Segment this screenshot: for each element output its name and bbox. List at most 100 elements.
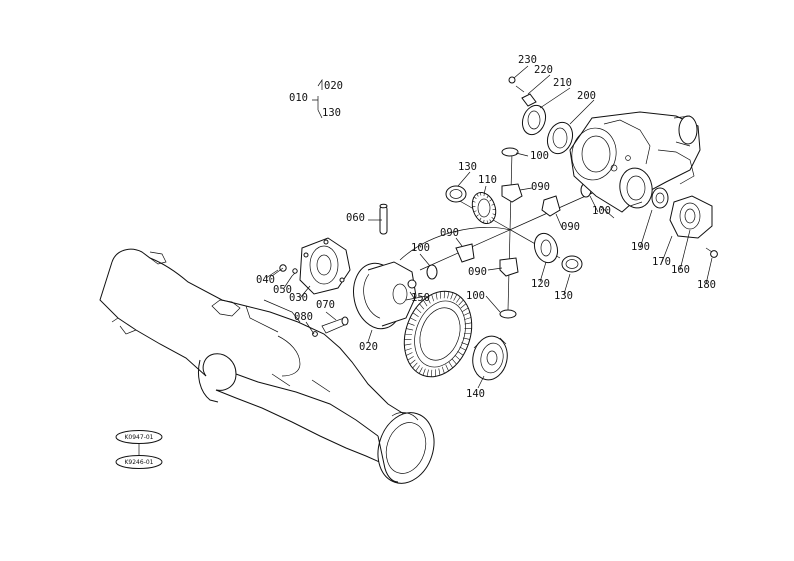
gear-tooth — [409, 359, 416, 365]
gear-tooth — [457, 351, 464, 356]
gear-tooth — [492, 213, 496, 216]
gear-tooth — [462, 307, 469, 312]
part-number-070: 070 — [316, 299, 335, 311]
part-number-130: 130 — [322, 107, 341, 119]
gear-carrier-housing — [569, 111, 701, 219]
gear-tooth — [486, 220, 488, 224]
part-number-100: 100 — [411, 242, 430, 254]
gear-tooth — [463, 312, 471, 316]
part-number-020: 020 — [324, 80, 343, 92]
gear-tooth — [473, 210, 477, 213]
pin-set — [271, 203, 388, 337]
part-number-010: 010 — [289, 92, 308, 104]
part-callouts: 0100201302302202102001001301100901000600… — [256, 54, 716, 400]
gear-tooth — [426, 369, 429, 377]
gear-tooth — [404, 348, 412, 351]
gear-tooth — [448, 361, 453, 369]
reference-code-1: K0947-01 — [124, 434, 153, 441]
gear-tooth — [489, 199, 493, 202]
gear-tooth — [464, 317, 472, 320]
pinion-bearings — [508, 76, 574, 155]
gear-tooth — [463, 332, 471, 335]
part-number-170: 170 — [652, 256, 671, 268]
part-number-100: 100 — [530, 150, 549, 162]
gear-tooth — [427, 296, 431, 304]
part-number-100: 100 — [466, 290, 485, 302]
part-number-080: 080 — [294, 311, 313, 323]
reference-code-2: K9246-01 — [124, 459, 153, 466]
part-number-090: 090 — [561, 221, 580, 233]
part-number-100: 100 — [592, 205, 611, 217]
gear-tooth — [451, 358, 457, 365]
part-number-210: 210 — [553, 77, 572, 89]
gear-tooth — [407, 322, 415, 326]
gear-tooth — [458, 299, 464, 306]
gear-tooth — [447, 291, 450, 299]
output-flange-set — [651, 187, 718, 258]
gear-tooth — [491, 216, 495, 220]
gear-tooth — [441, 366, 445, 374]
gear-tooth — [489, 219, 492, 223]
gear-tooth — [460, 303, 467, 309]
gear-tooth — [461, 342, 469, 346]
gear-tooth — [405, 333, 413, 336]
part-number-020: 020 — [359, 341, 378, 353]
leader-lines — [265, 65, 713, 389]
axle-housing — [99, 248, 435, 484]
gear-tooth — [462, 337, 470, 340]
gear-tooth — [431, 294, 435, 302]
part-number-030: 030 — [289, 292, 308, 304]
part-number-220: 220 — [534, 64, 553, 76]
gear-tooth — [476, 193, 479, 197]
part-number-150: 150 — [411, 292, 430, 304]
gear-tooth — [453, 294, 458, 301]
gear-tooth — [412, 362, 418, 369]
part-number-040: 040 — [256, 274, 275, 286]
gear-tooth — [412, 312, 419, 317]
gear-tooth — [479, 217, 482, 221]
gear-tooth — [435, 292, 438, 300]
part-number-190: 190 — [631, 241, 650, 253]
gear-tooth — [473, 196, 477, 200]
part-number-090: 090 — [531, 181, 550, 193]
bearing-140 — [472, 335, 508, 381]
gear-tooth — [456, 296, 461, 303]
gear-tooth — [418, 367, 423, 374]
gear-tooth — [491, 203, 495, 206]
gear-tooth — [405, 352, 413, 356]
differential-case — [353, 227, 511, 330]
part-number-090: 090 — [440, 227, 459, 239]
bearing-flange — [299, 237, 351, 295]
part-number-090: 090 — [468, 266, 487, 278]
gear-tooth — [464, 322, 472, 325]
gear-tooth — [459, 346, 466, 351]
gear-tooth — [454, 354, 461, 361]
gear-tooth — [475, 214, 479, 217]
part-number-050: 050 — [273, 284, 292, 296]
gear-tooth — [486, 195, 489, 199]
part-number-130: 130 — [554, 290, 573, 302]
gear-tooth — [430, 369, 433, 377]
part-number-140: 140 — [466, 388, 485, 400]
spider-gear-cluster — [419, 147, 609, 319]
part-number-230: 230 — [518, 54, 537, 66]
gear-tooth — [443, 291, 446, 299]
gear-tooth — [438, 368, 441, 376]
part-number-160: 160 — [671, 264, 690, 276]
gear-tooth — [472, 200, 476, 203]
part-number-200: 200 — [577, 90, 596, 102]
gear-tooth — [445, 364, 449, 372]
part-number-180: 180 — [697, 279, 716, 291]
gear-tooth — [423, 299, 428, 307]
ring-gear — [403, 290, 473, 378]
gear-tooth — [415, 365, 420, 372]
gear-tooth — [480, 192, 482, 196]
gear-tooth — [419, 303, 425, 310]
gear-tooth — [422, 368, 426, 376]
part-number-130: 130 — [458, 161, 477, 173]
gear-tooth — [483, 219, 485, 223]
gear-tooth — [404, 343, 412, 346]
gear-tooth — [410, 317, 417, 322]
